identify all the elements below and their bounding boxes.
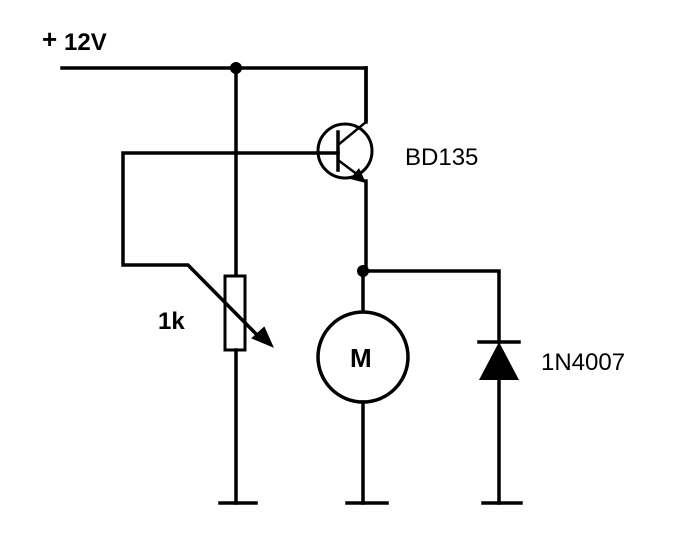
supply-plus-symbol: + xyxy=(42,24,57,54)
transistor-envelope xyxy=(316,122,374,180)
emitter-arrow xyxy=(350,168,366,183)
potentiometer-branch xyxy=(218,66,258,505)
wiper-arrow xyxy=(251,326,274,348)
motor-diode-node xyxy=(357,265,501,344)
supply-voltage-label: 12V xyxy=(64,29,107,56)
potentiometer-label: 1k xyxy=(158,308,185,335)
transistor-symbol xyxy=(316,66,374,273)
diode-label: 1N4007 xyxy=(541,349,625,376)
diode-symbol xyxy=(477,340,523,505)
diode-triangle xyxy=(479,342,519,380)
base-feed-wire xyxy=(121,151,322,348)
motor-symbol: M xyxy=(316,310,410,505)
motor-label: M xyxy=(350,343,372,373)
supply-rail xyxy=(60,62,368,122)
transistor-label: BD135 xyxy=(405,144,478,171)
